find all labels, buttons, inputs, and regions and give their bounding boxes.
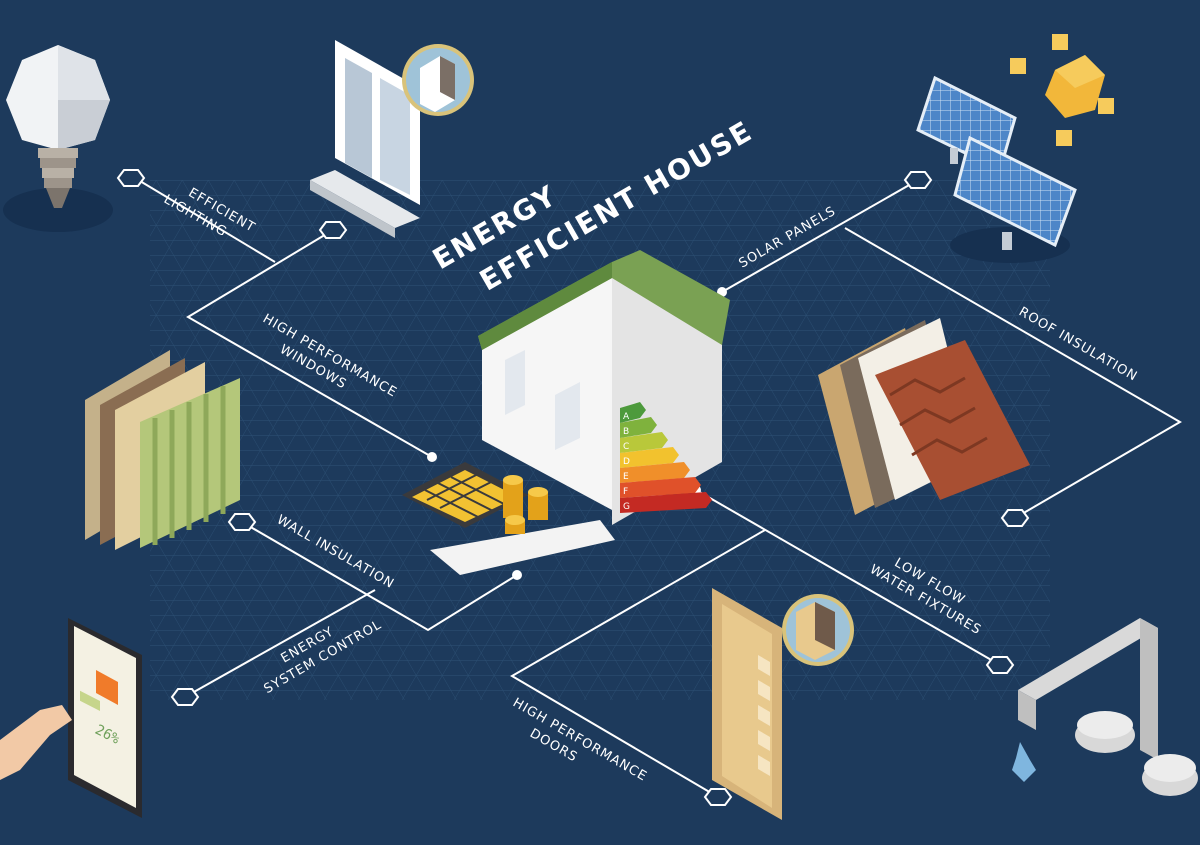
endpoint-lighting — [116, 169, 146, 187]
connector-doors — [510, 529, 766, 798]
endpoint-solar — [903, 171, 933, 189]
rating-letter-c: C — [623, 442, 629, 452]
endpoint-doors — [703, 788, 733, 806]
connector-endpoints — [116, 169, 1030, 806]
rating-bar-d — [620, 447, 679, 468]
house-icon — [478, 250, 730, 525]
rating-bar-e — [620, 462, 690, 483]
hand-icon — [0, 705, 72, 780]
endpoint-energy-control — [170, 688, 200, 706]
rating-bar-a — [620, 402, 646, 423]
door-icon — [712, 588, 854, 820]
endpoint-water — [985, 656, 1015, 674]
sun-icon — [1010, 34, 1114, 146]
roof-insulation-icon — [818, 318, 1030, 515]
solar-panel-icon — [916, 75, 1077, 263]
connector-roof — [844, 227, 1182, 519]
window-icon — [310, 40, 474, 238]
endpoint-wall — [227, 513, 257, 531]
connector-water — [695, 489, 1001, 666]
rating-bar-f — [620, 477, 701, 498]
endpoint-roof — [1000, 509, 1030, 527]
rating-letter-f: F — [623, 487, 628, 497]
connector-wall — [241, 521, 518, 632]
rating-letter-e: E — [623, 472, 629, 482]
faucet-icon — [1012, 618, 1198, 796]
rating-letter-g: G — [623, 502, 630, 512]
rating-bar-c — [620, 432, 668, 453]
connector-energy-control — [184, 589, 376, 698]
rating-letter-a: A — [623, 412, 630, 422]
rating-bar-g — [620, 492, 712, 513]
endpoint-windows — [318, 221, 348, 239]
connector-windows — [186, 229, 433, 458]
rating-letter-d: D — [623, 457, 630, 467]
connector-lighting — [134, 177, 276, 263]
rating-letter-b: B — [623, 427, 629, 437]
rating-bar-b — [620, 417, 657, 438]
connector-lines — [134, 177, 1182, 798]
wall-insulation-icon — [85, 350, 240, 550]
connector-solar — [721, 179, 919, 293]
tablet-icon: 26% — [0, 618, 142, 818]
light-bulb-icon — [3, 45, 113, 232]
coins-icon — [503, 475, 548, 534]
calculator-icon — [402, 462, 615, 575]
